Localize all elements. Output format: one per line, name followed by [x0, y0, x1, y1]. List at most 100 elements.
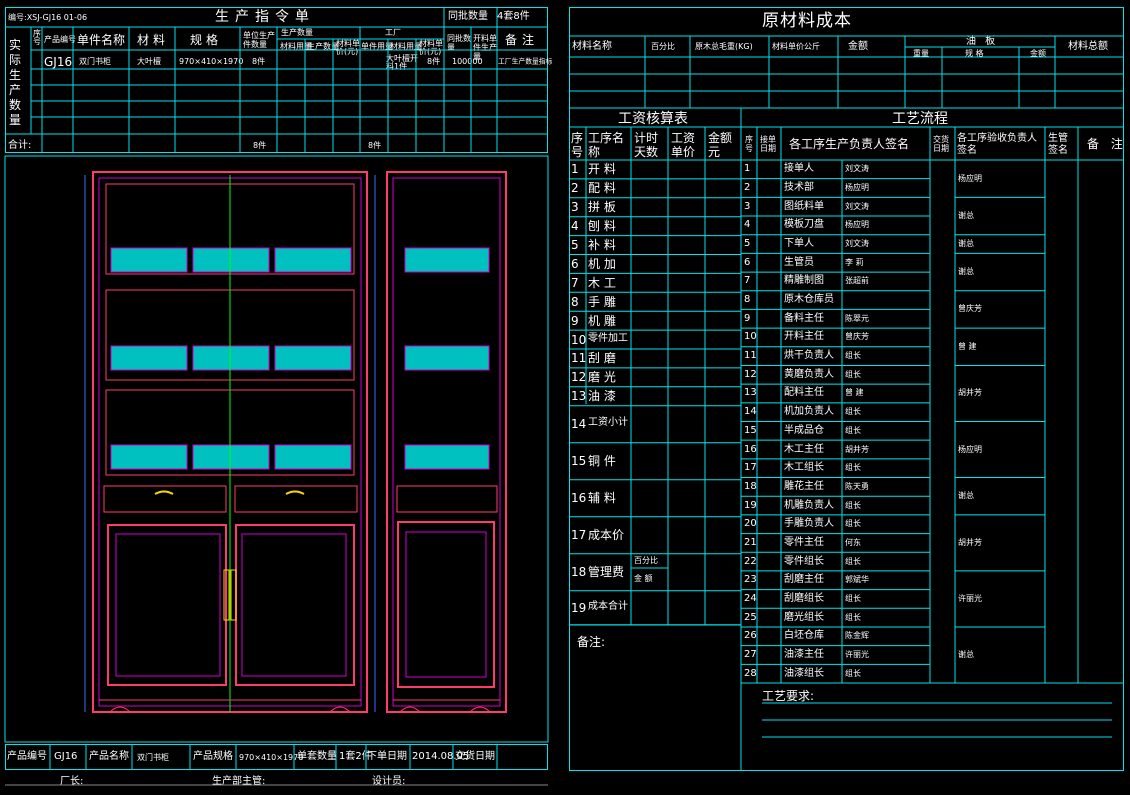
- wage-row-number: 6: [571, 256, 579, 271]
- wage-row-number: 13: [571, 389, 587, 404]
- mat-col-total: 材料总额: [1068, 41, 1108, 52]
- footer-qty-label: 单套数量: [297, 751, 337, 762]
- wage-item-label: 辅 料: [588, 491, 616, 506]
- total-b: 8件: [368, 141, 382, 150]
- wage-item-label: 成本价: [588, 528, 625, 543]
- batch-label: 同批数量: [448, 11, 488, 22]
- process-role: 白坯仓库: [784, 630, 824, 642]
- wage-col-days: 计时天数: [634, 131, 659, 159]
- proc-col-signer: 各工序生产负责人签名: [789, 137, 910, 151]
- mat-sub-amount: 金额: [1030, 49, 1046, 58]
- process-role: 图纸料单: [784, 200, 824, 212]
- mat-col-weight: 原木总毛重(KG): [695, 42, 753, 51]
- drawer-left: [103, 485, 227, 513]
- wage-item-label: 磨 光: [588, 370, 616, 385]
- col-f-c: 材料单价(元): [419, 39, 443, 56]
- process-role: 模板刀盘: [784, 219, 824, 231]
- col-factory: 工厂: [385, 28, 401, 37]
- process-row-number: 15: [744, 424, 757, 436]
- mat-sub-weight: 重量: [913, 49, 929, 58]
- row-extra2: 8件: [427, 57, 441, 66]
- process-inspector: 许丽光: [958, 593, 982, 603]
- process-row-number: 12: [744, 368, 757, 380]
- process-signer: 组长: [845, 369, 861, 379]
- cost-frame: [569, 7, 1124, 771]
- factory-manager-label: 厂长:: [60, 776, 84, 787]
- side-door-panel: [405, 531, 487, 678]
- actual-qty-label: 实际生产数量: [9, 38, 22, 127]
- process-role: 精雕制图: [784, 275, 824, 287]
- process-role: 下单人: [784, 238, 814, 250]
- footer-date: 2014.08.05: [412, 751, 470, 762]
- col-mat: 材料: [137, 33, 170, 47]
- process-signer: 何东: [845, 537, 861, 547]
- process-row-number: 18: [744, 480, 757, 492]
- footer-name: 双门书柜: [137, 753, 169, 762]
- process-role: 雕花主任: [784, 480, 824, 492]
- door-left: [107, 524, 227, 686]
- process-role: 磨光组长: [784, 611, 824, 623]
- process-row-number: 6: [744, 256, 751, 268]
- front-base: [99, 699, 361, 713]
- door-right-panel: [241, 533, 347, 677]
- mat-col-pct: 百分比: [651, 42, 675, 51]
- row-spec: 970×410×1970: [179, 57, 244, 66]
- process-signer: 组长: [845, 351, 861, 361]
- process-row-number: 14: [744, 406, 757, 418]
- wage-col-unit: 工资单价: [671, 131, 696, 159]
- process-row-number: 1: [744, 163, 751, 175]
- proc-col-recv: 接单日期: [760, 135, 776, 153]
- process-signer: 张超前: [845, 276, 869, 286]
- col-prod-c: 材料单价(元): [336, 39, 360, 56]
- wage-row-number: 1: [571, 162, 579, 177]
- process-role: 机雕负责人: [784, 499, 834, 511]
- process-signer: 组长: [845, 556, 861, 566]
- process-inspector: 胡井芳: [958, 537, 982, 547]
- process-inspector: 谢总: [958, 239, 974, 249]
- mat-col-price: 材料单价公斤: [772, 42, 820, 51]
- wage-row-number: 18: [571, 565, 587, 580]
- wage-row-number: 4: [571, 219, 579, 234]
- process-signer: 刘文涛: [845, 201, 869, 211]
- process-signer: 组长: [845, 593, 861, 603]
- wage-row-number: 16: [571, 491, 587, 506]
- row-extra3: 100000: [452, 57, 483, 66]
- process-role: 备料主任: [784, 312, 824, 324]
- footer-grid: [5, 744, 548, 786]
- process-role: 接单人: [784, 163, 814, 175]
- col-cut-qty: 开料单件生产量: [473, 34, 497, 61]
- process-signer: 组长: [845, 407, 861, 417]
- wage-row-number: 12: [571, 370, 587, 385]
- footer-qty: 1套2件: [339, 751, 372, 762]
- order-code: 编号:XSJ-GJ16 01-06: [8, 13, 88, 22]
- wage-row-number: 19: [571, 600, 587, 615]
- production-manager-label: 生产部主管:: [212, 776, 266, 787]
- proc-col-deliv: 交货日期: [933, 135, 949, 153]
- process-row-number: 22: [744, 555, 757, 567]
- wage-item-label: 零件加工: [588, 332, 628, 344]
- col-f-d: 同批数量: [447, 34, 471, 52]
- row-unit-qty: 8件: [252, 57, 266, 66]
- proc-col-inspector: 各工序验收负责人签名: [957, 133, 1037, 156]
- process-signer: 胡井芳: [845, 444, 869, 454]
- wage-item-label: 拼 板: [588, 200, 616, 215]
- wage-row-number: 17: [571, 528, 587, 543]
- footer-spec-label: 产品规格: [193, 751, 233, 762]
- process-role: 刮磨组长: [784, 592, 824, 604]
- process-signer: 组长: [845, 500, 861, 510]
- process-inspector: 杨应明: [958, 444, 982, 454]
- process-signer: 组长: [845, 668, 861, 678]
- drawer-handle-right: [285, 490, 305, 495]
- process-row-number: 3: [744, 200, 751, 212]
- col-f-b: 材料用量: [390, 42, 422, 51]
- footer-name-label: 产品名称: [89, 751, 129, 762]
- process-row-number: 28: [744, 667, 757, 679]
- process-inspector: 谢总: [958, 267, 974, 277]
- process-row-lines: [741, 178, 930, 684]
- process-role: 手雕负责人: [784, 518, 834, 530]
- process-inspector: 曾庆芳: [958, 304, 982, 314]
- process-role: 零件组长: [784, 555, 824, 567]
- side-door: [397, 521, 495, 688]
- footer-spec: 970×410×1970: [239, 753, 304, 762]
- side-drawer: [396, 485, 498, 513]
